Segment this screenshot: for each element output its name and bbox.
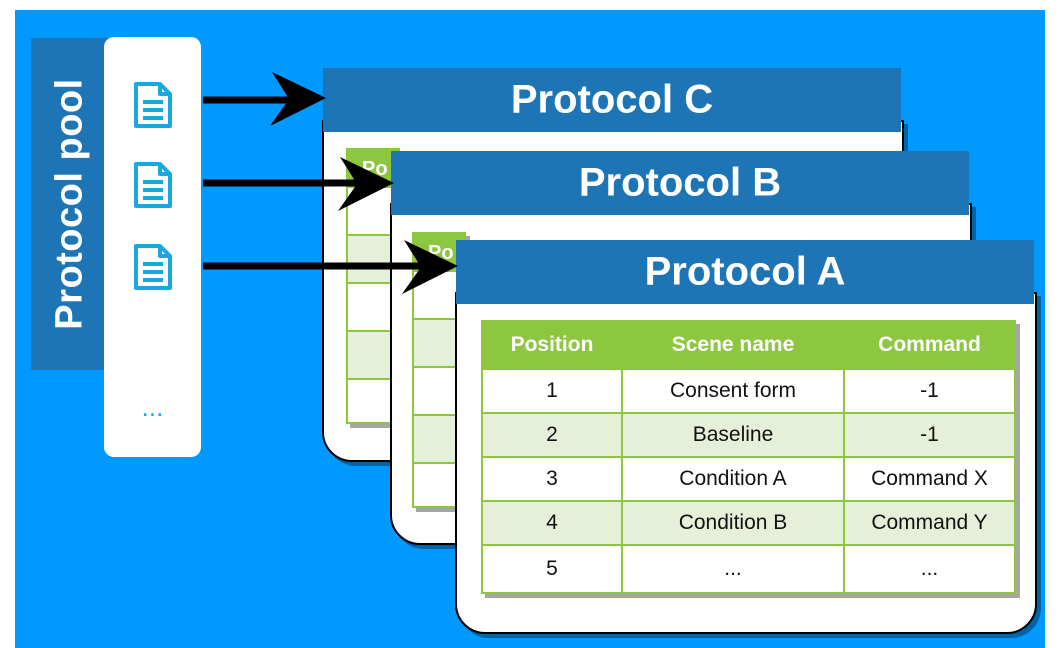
cell-scene-name: Condition B	[621, 500, 845, 546]
protocol-pool-label: Protocol pool	[48, 78, 91, 330]
protocol-a-title: Protocol A	[644, 249, 846, 294]
document-icon[interactable]	[128, 160, 178, 210]
document-icon[interactable]	[128, 242, 178, 292]
cell-scene-name: ...	[621, 544, 845, 594]
protocol-b-title: Protocol B	[578, 160, 782, 205]
cell-command: -1	[843, 368, 1016, 414]
protocol-c-header: Protocol C	[323, 68, 901, 132]
cell-scene-name: Baseline	[621, 412, 845, 458]
cell-scene-name: Condition A	[621, 456, 845, 502]
cell-position: 5	[481, 544, 623, 594]
cell-command: ...	[843, 544, 1016, 594]
cell-position: 2	[481, 412, 623, 458]
cell-position: 3	[481, 456, 623, 502]
cell-position: 1	[481, 368, 623, 414]
table-row: 5 ... ...	[481, 544, 1016, 594]
table-row: 3 Condition A Command X	[481, 456, 1016, 502]
cell-command: Command Y	[843, 500, 1016, 546]
cell-scene-name: Consent form	[621, 368, 845, 414]
protocol-pool-panel: ...	[104, 37, 201, 457]
column-header-position: Position	[481, 320, 623, 370]
table-row: 4 Condition B Command Y	[481, 500, 1016, 546]
cell-position: 4	[481, 500, 623, 546]
cell-command: -1	[843, 412, 1016, 458]
table-header-row: Position Scene name Command	[481, 320, 1016, 370]
table-row: 2 Baseline -1	[481, 412, 1016, 458]
column-header-command: Command	[843, 320, 1016, 370]
protocol-a-header: Protocol A	[456, 240, 1034, 304]
cell-command: Command X	[843, 456, 1016, 502]
protocol-b-header: Protocol B	[391, 151, 969, 215]
table-row: 1 Consent form -1	[481, 368, 1016, 414]
protocol-a-table: Position Scene name Command 1 Consent fo…	[481, 320, 1016, 594]
pool-more-ellipsis: ...	[141, 392, 164, 422]
column-header-scene-name: Scene name	[621, 320, 845, 370]
document-icon[interactable]	[128, 80, 178, 130]
protocol-c-title: Protocol C	[510, 77, 714, 122]
protocol-pool-title: Protocol pool	[31, 38, 109, 370]
